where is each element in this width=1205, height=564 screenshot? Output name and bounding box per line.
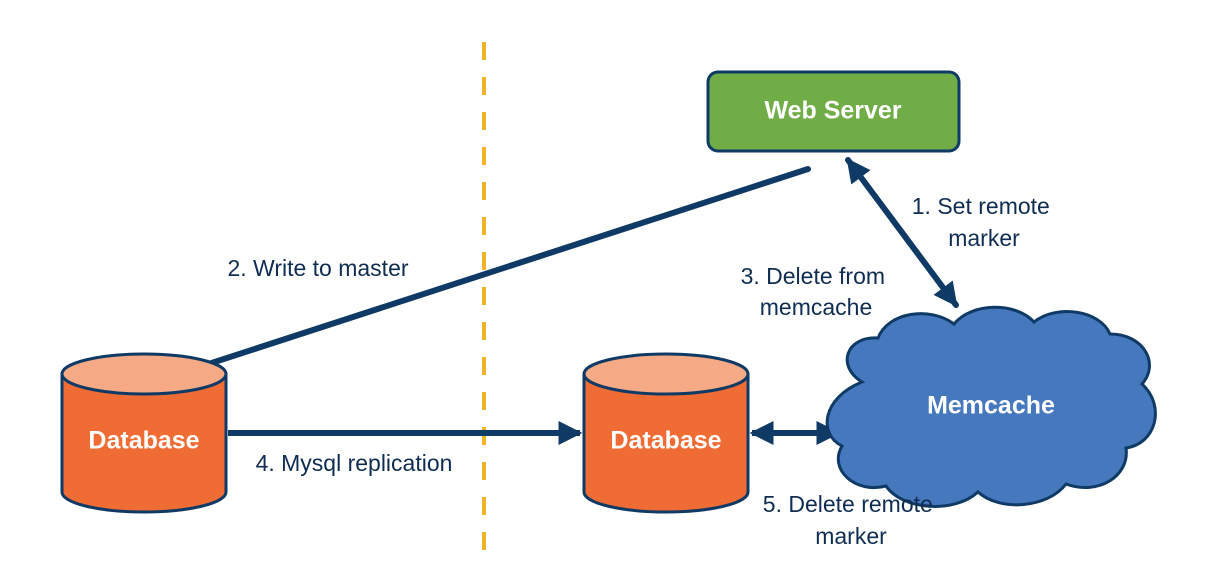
web-server-node: Web Server [706, 70, 961, 153]
cloud-shape [825, 305, 1157, 508]
memcache-label: Memcache [927, 392, 1055, 420]
set-remote-marker-label: 1. Set remote marker [912, 193, 1056, 251]
mysql-replication-label: 4. Mysql replication [256, 450, 453, 476]
database-master-label: Database [88, 427, 199, 455]
database-replica-label: Database [610, 427, 721, 455]
database-replica-node: Database [582, 352, 750, 514]
delete-from-memcache-label: 3. Delete from memcache [741, 263, 892, 320]
web-server-label: Web Server [764, 97, 901, 125]
write-to-master-label: 2. Write to master [227, 255, 408, 281]
write-to-master-arrow [147, 166, 811, 388]
database-master-node: Database [60, 352, 228, 514]
memcache-node: Memcache [825, 305, 1157, 508]
delete-remote-marker-label: 5. Delete remote marker [763, 491, 939, 549]
set-remote-marker-arrow [845, 157, 959, 308]
